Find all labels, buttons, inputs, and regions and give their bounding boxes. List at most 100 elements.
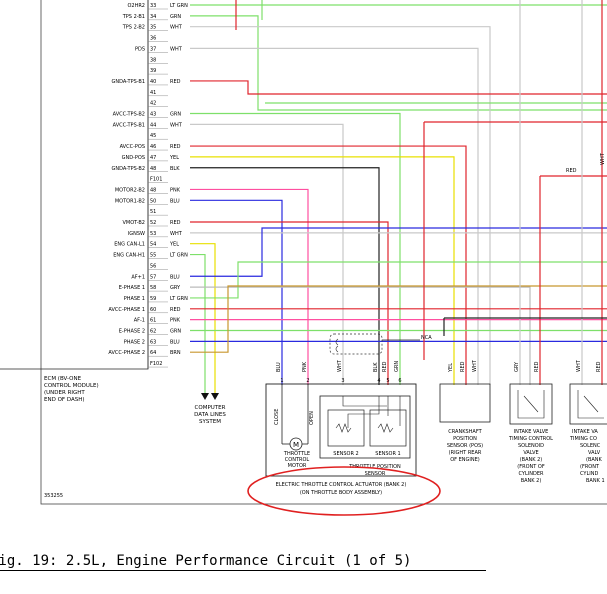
pin-signal-label: AVCC-PHASE 2 [108,350,145,356]
right-red-label: RED [566,168,577,174]
pin-number: 35 [150,25,156,31]
pin-number: 47 [150,155,156,161]
crank-wire-label: RED [460,361,466,372]
pin-signal-label: O2HR2 [127,3,145,9]
ivtc2-line-2: TIMING CONTROL [508,436,553,442]
pin-signal-label: TPS 2-B2 [122,25,145,31]
tps-box [319,395,411,459]
nca-label: NCA [421,335,432,341]
pin-wire-color: RED [170,79,181,85]
pin-wire-color: BLU [170,274,180,280]
pin-number: 46 [150,144,156,150]
ivtc1-line-1: INTAKE VA [572,429,598,435]
wire-phase-1 [190,261,607,299]
pin-signal-label: PHASE 2 [124,339,145,345]
arrow-can-h [211,393,219,400]
ivtc2-wire-label: GRY [514,361,520,372]
nca-connector: NCA [329,333,432,355]
pin-wire-color: LT GRN [170,253,188,259]
pin-wire-color: GRY [170,285,181,291]
ecm-box [0,0,149,370]
pin-number: 51 [150,209,156,215]
component-wire-label: RED [382,361,388,372]
component-wire-label: BLK [373,362,379,372]
pin-number: 36 [150,36,156,42]
wire-e-phase-1 [190,286,531,385]
tps-label-1: THROTTLE POSITION [348,464,401,470]
pin-wire-color: LT GRN [170,296,188,302]
pin-signal-label: PDS [135,46,145,52]
figure-id: 353255 [44,493,63,499]
sensor-2-label: SENSOR 2 [333,451,358,457]
pin-signal-label: GNDA-TPS-B1 [111,79,145,85]
crank-wire-label: WHT [472,359,478,372]
pin-wire-color: YEL [169,242,179,248]
sensor-2-box [327,409,365,447]
pin-number: 54 [150,242,156,248]
figure-caption: Fig. 19: 2.5L, Engine Performance Circui… [0,551,607,571]
pin-number: 63 [150,339,156,345]
pin-number: 40 [150,79,156,85]
open-label: OPEN [309,411,315,425]
pin-number: 57 [150,274,156,280]
pin-wire-color: YEL [169,155,179,161]
ivtc2-line-1: INTAKE VALVE [514,429,549,435]
wire-eng-can-l1 [190,243,216,393]
pin-number: 33 [150,3,156,9]
ivtc2-line-6: (FRONT OF [517,464,545,470]
pin-number: 48 [150,187,156,193]
crank-line-5: OF ENGINE) [450,457,480,463]
ivtc2-line-7: CYLINDER [519,471,544,477]
actuator-label-2: (ON THROTTLE BODY ASSEMBLY) [300,490,382,496]
crankshaft-sensor: CRANKSHAFT POSITION SENSOR (POS) (RIGHT … [439,383,491,463]
caption-underline [0,570,486,571]
data-link-line-1: COMPUTER [195,405,226,411]
crank-line-4: (RIGHT REAR [449,450,482,456]
crank-wire-label: YEL [448,363,454,373]
tps-label-2: SENSOR [365,471,386,477]
close-label: CLOSE [274,409,280,425]
pin-number: 58 [150,285,156,291]
pin-signal-label: IGNSW [128,231,145,237]
pin-number: 45 [150,133,156,139]
data-link-line-2: DATA LINES [194,412,226,418]
pin-signal-label: GNDA-TPS-B2 [111,166,145,172]
pin-number: 56 [150,263,156,269]
ivtc2-wire-label: RED [534,361,540,372]
pin-signal-label: AF-1 [134,318,145,324]
wire-avcc-pos [190,145,467,385]
pin-number: 52 [150,220,156,226]
pin-wire-color: GRN [170,112,181,118]
component-pin-number: 6 [398,378,401,384]
ivtc1-line-4: VALV [588,450,601,456]
ivtc1-line-3: SOLENC [580,443,601,449]
crank-line-2: POSITION [453,436,477,442]
actuator-label-1: ELECTRIC THROTTLE CONTROL ACTUATOR (BANK… [276,482,407,488]
pin-number: 41 [150,90,156,96]
component-pin-number: 4 [377,378,380,384]
component-wire-label: BLU [276,362,282,372]
component-pin-number: 1 [280,378,283,384]
pin-number: 50 [150,198,156,204]
ivtc1-line-6: (FRONT [580,464,600,470]
pin-signal-label: E-PHASE 2 [119,329,145,335]
pin-signal-label: AVCC-TPS-B1 [113,122,145,128]
pin-wire-color: WHT [170,231,183,237]
throttle-outer-box [265,383,417,477]
ecm-line-3: (UNDER RIGHT [44,390,85,396]
pin-wire-color: BLK [170,166,180,172]
wire-motor1-b2 [190,199,283,385]
pin-wire-color: BLU [170,339,180,345]
intake-valve-solenoid-bank2: INTAKE VALVE TIMING CONTROL SOLENOID VAL… [508,383,553,484]
pin-number: 42 [150,101,156,107]
ecm-line-2: CONTROL MODULE) [44,383,99,389]
wire-gnd-pos [190,156,455,385]
ivtc1-line-5: (BANK [586,457,603,463]
crank-line-3: SENSOR (POS) [447,443,483,449]
throttle-actuator: M CLOSE OPEN THROTTLE CONTROL MOTOR SENS… [265,383,417,496]
ecm-title: ECM (BV-ONE [44,376,82,382]
pin-number: F102 [150,361,162,367]
wire-tps2-b2 [190,26,491,385]
